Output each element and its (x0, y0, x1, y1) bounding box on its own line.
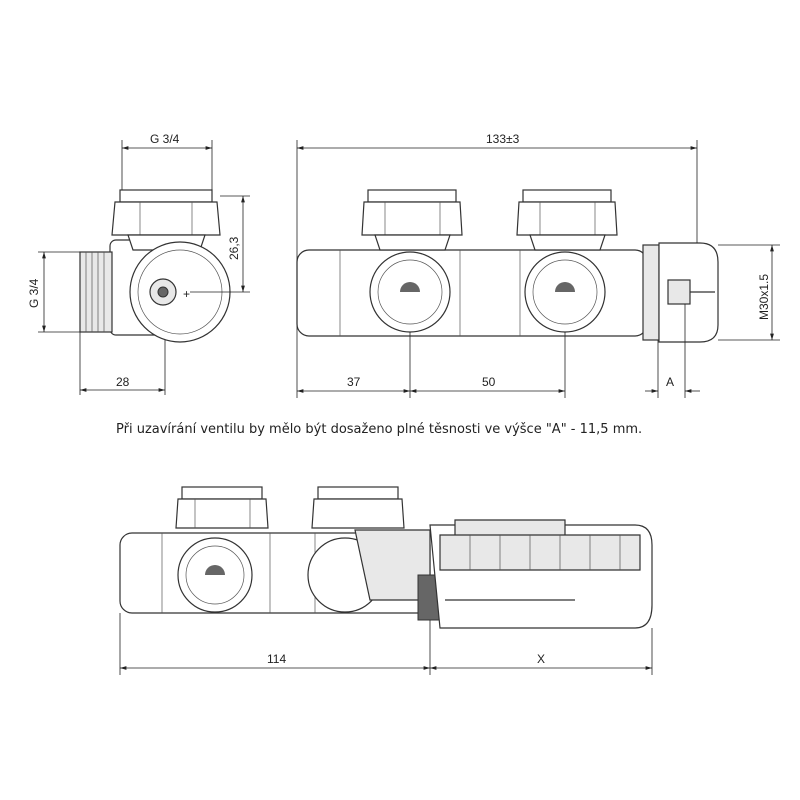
side-thread-fitting (79, 251, 113, 333)
dim-m30: M30x1.5 (757, 274, 771, 320)
cap-thread (642, 244, 660, 341)
dim-g34-side: G 3/4 (27, 278, 41, 308)
assembly-view (119, 486, 653, 629)
dim-g34-top: G 3/4 (150, 132, 180, 146)
dim-x: X (537, 652, 545, 666)
nut-top-ring (119, 189, 213, 203)
union-nut (111, 201, 221, 236)
dim-37: 37 (347, 375, 361, 389)
union-nut-bottom-1 (175, 486, 269, 529)
union-nut-bottom-2 (311, 486, 405, 529)
dim-114: 114 (267, 652, 286, 666)
dim-total-length: 133±3 (486, 132, 520, 146)
side-view-valve: + (79, 189, 231, 343)
union-nut-2 (516, 189, 618, 251)
front-view-dimensions: 133±3 37 50 A M30x1.5 (296, 132, 780, 398)
plus-minus-mark: + (183, 287, 190, 301)
closing-note: Při uzavírání ventilu by mělo být dosaže… (116, 422, 643, 437)
side-view-dimensions: G 3/4 26,3 G 3/4 28 (27, 132, 250, 395)
dim-a: A (666, 375, 674, 389)
dim-height: 26,3 (227, 236, 241, 260)
dim-50: 50 (482, 375, 496, 389)
front-view-valve (296, 189, 719, 343)
union-nut-1 (361, 189, 463, 251)
dim-28: 28 (116, 375, 130, 389)
assembly-dimensions: 114 X (119, 613, 653, 675)
